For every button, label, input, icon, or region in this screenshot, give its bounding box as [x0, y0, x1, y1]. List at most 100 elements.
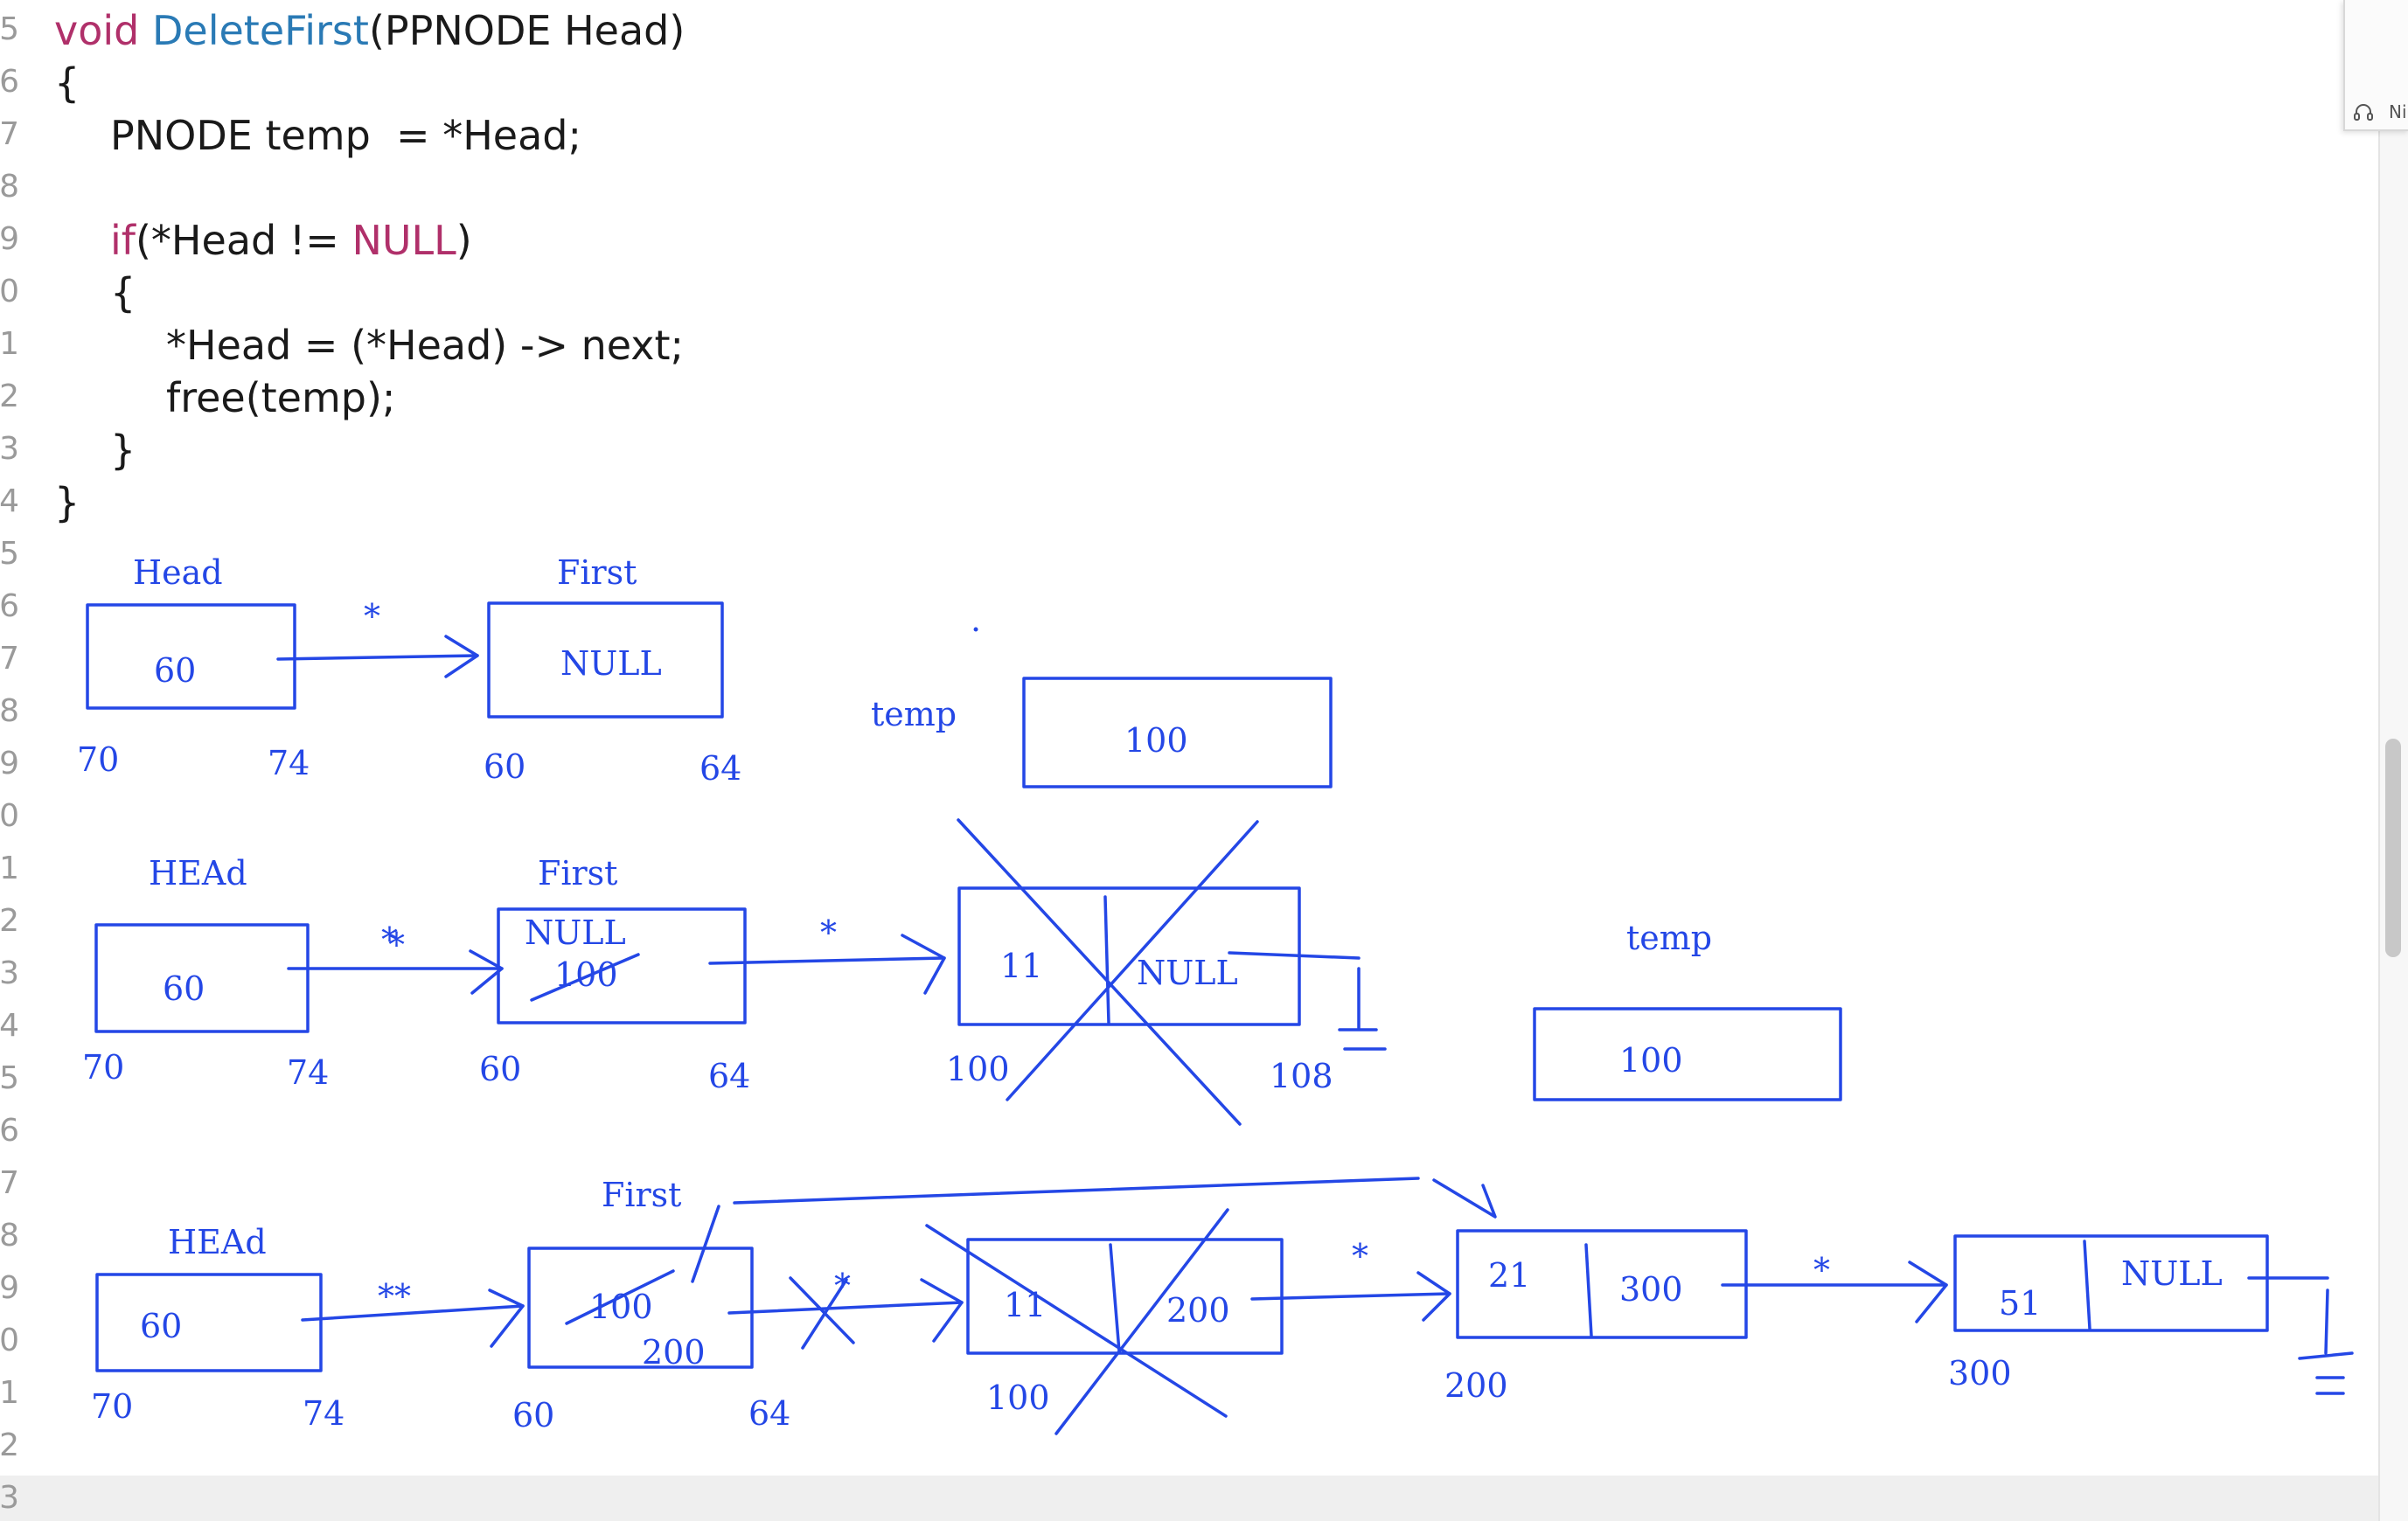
row2-first-value-new: NULL: [525, 913, 626, 952]
row2-head-value: 60: [163, 969, 205, 1008]
row1-head-value: 60: [154, 651, 196, 690]
code-line-open-brace[interactable]: {: [54, 59, 80, 107]
line-number: 0: [0, 798, 19, 834]
code-line-if[interactable]: if(*Head != NULL): [110, 214, 472, 267]
keyword-null: NULL: [351, 217, 456, 264]
row3-first-label: First: [602, 1176, 681, 1214]
row1-first-box: [487, 601, 724, 719]
line-number: 3: [0, 431, 19, 467]
row2-deref1b: *: [388, 926, 405, 964]
code-line-if-open-brace[interactable]: {: [110, 269, 136, 316]
line-number: 6: [0, 1113, 19, 1149]
row2-arrow1-head: [469, 949, 504, 995]
row3-ground-stem: [2324, 1288, 2329, 1355]
row3-node1-divider: [1109, 1243, 1121, 1353]
line-number: 4: [0, 483, 19, 519]
row3-arrow2-cross-a: [789, 1276, 855, 1344]
row3-deref3: *: [1352, 1237, 1368, 1275]
row3-arrow1-line: [301, 1304, 525, 1322]
line-number: 5: [0, 11, 19, 47]
row3-first-bypass-line: [733, 1177, 1420, 1205]
row2-arrow2-line: [708, 956, 946, 965]
row2-head-addr-start: 70: [82, 1048, 124, 1087]
row3-node3-box: [1953, 1234, 2269, 1332]
row3-node3-next: NULL: [2121, 1254, 2223, 1293]
row2-first-addr-start: 60: [479, 1050, 521, 1088]
row3-arrow3-head: [1416, 1271, 1451, 1322]
row1-temp-label: temp: [871, 695, 957, 733]
row3-arrow2-line: [727, 1301, 964, 1315]
line-number: 8: [0, 169, 19, 205]
row3-head-box: [95, 1273, 323, 1372]
line-number: 8: [0, 1218, 19, 1254]
line-number: 3: [0, 1480, 19, 1516]
row1-deref: *: [364, 597, 380, 635]
row3-node3-addr: 300: [1948, 1354, 2012, 1393]
code-line-signature[interactable]: void DeleteFirst(PPNODE Head): [54, 4, 685, 57]
line-number: 2: [0, 379, 19, 414]
code-line-close-brace[interactable]: }: [54, 479, 80, 526]
row3-node2-divider: [1584, 1243, 1593, 1337]
line-number: 1: [0, 326, 19, 362]
row3-node2-next: 300: [1619, 1270, 1683, 1309]
row3-node3-divider: [2083, 1240, 2091, 1330]
line-number: 7: [0, 1165, 19, 1201]
row1-temp-box: [1022, 677, 1333, 788]
row3-arrow2-cross-b: [801, 1278, 848, 1350]
code-line-if-close-brace[interactable]: }: [110, 427, 136, 474]
row1-dot: .: [971, 601, 981, 639]
row2-head-label: HEAd: [149, 854, 247, 892]
function-name: DeleteFirst: [151, 7, 369, 54]
line-number: 3: [0, 955, 19, 991]
row3-head-value: 60: [140, 1307, 182, 1345]
row3-head-label: HEAd: [168, 1223, 267, 1261]
row2-deref2: *: [820, 913, 837, 952]
row2-node-cross-a: [957, 818, 1242, 1126]
row2-arrow2-head: [901, 934, 946, 995]
line-number: 0: [0, 1323, 19, 1358]
row2-null-line: [1228, 951, 1361, 960]
line-number: 0: [0, 274, 19, 309]
row3-node1-addr: 100: [986, 1379, 1050, 1417]
line-number: 1: [0, 1375, 19, 1411]
row2-temp-box: [1533, 1007, 1842, 1101]
row2-node-addr-start: 100: [946, 1050, 1010, 1088]
row3-first-value-new: 200: [642, 1333, 706, 1372]
code-line-free[interactable]: free(temp);: [166, 374, 396, 421]
line-number: 2: [0, 1427, 19, 1463]
vertical-scrollbar-thumb[interactable]: [2385, 739, 2401, 957]
row2-first-strike: [530, 953, 640, 1002]
keyword-if: if: [110, 217, 136, 264]
line-number: 9: [0, 746, 19, 781]
line-number: 4: [0, 1008, 19, 1044]
row3-arrow3-line: [1250, 1292, 1451, 1301]
line-number: 1: [0, 851, 19, 886]
row3-first-addr-end: 64: [748, 1394, 790, 1433]
row3-first-addr-start: 60: [512, 1396, 554, 1434]
corner-panel[interactable]: [2343, 0, 2408, 131]
row3-ground-bar1: [2298, 1351, 2354, 1360]
if-condition-open: (*Head !=: [135, 217, 352, 264]
row1-head-label: Head: [133, 553, 223, 592]
line-number: 6: [0, 588, 19, 624]
row2-first-addr-end: 64: [708, 1057, 750, 1095]
if-condition-close: ): [456, 217, 472, 264]
code-line-head-next[interactable]: *Head = (*Head) -> next;: [166, 322, 685, 369]
row2-temp-label: temp: [1626, 919, 1712, 957]
function-params: (PPNODE Head): [368, 7, 686, 54]
row2-node-data: 11: [1000, 947, 1042, 985]
row1-first-addr-start: 60: [484, 747, 525, 786]
row2-head-box: [94, 923, 310, 1033]
row3-first-tick: [691, 1205, 720, 1283]
row3-first-box: [527, 1247, 754, 1369]
row1-first-value: NULL: [560, 644, 662, 683]
row3-first-bypass-head: [1432, 1178, 1497, 1219]
headset-icon[interactable]: [2352, 101, 2375, 124]
row3-node1-next: 200: [1166, 1291, 1230, 1330]
code-line-temp-decl[interactable]: PNODE temp = *Head;: [110, 112, 581, 159]
row3-node1-cross-a: [925, 1224, 1228, 1418]
row2-node-addr-end: 108: [1270, 1057, 1333, 1095]
row2-first-value-old: 100: [554, 955, 618, 994]
